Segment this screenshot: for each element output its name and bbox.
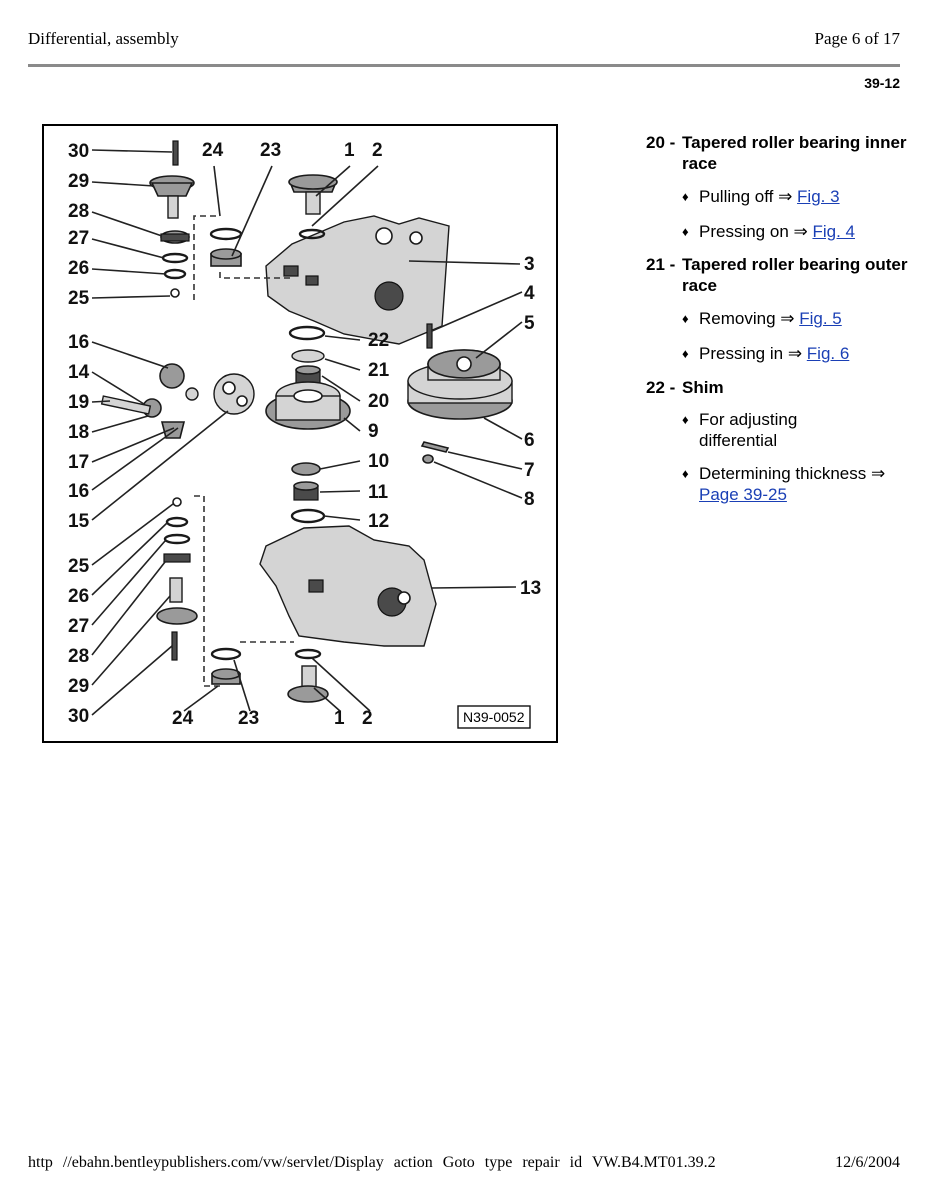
figure-ref: N39-0052 bbox=[463, 709, 525, 725]
callout-29b: 29 bbox=[68, 676, 89, 697]
callout-18: 18 bbox=[68, 422, 89, 443]
callout-19: 19 bbox=[68, 392, 89, 413]
bullet-icon: ♦ bbox=[682, 466, 689, 481]
callout-27: 27 bbox=[68, 228, 89, 249]
link-fig-3[interactable]: Fig. 3 bbox=[797, 187, 840, 206]
footer-url: http //ebahn.bentleypublishers.com/vw/se… bbox=[28, 1154, 716, 1171]
sub-text: Pulling off ⇒ bbox=[699, 187, 798, 206]
callout-29: 29 bbox=[68, 171, 89, 192]
link-fig-6[interactable]: Fig. 6 bbox=[806, 344, 850, 363]
callout-20: 20 bbox=[368, 391, 389, 412]
upper-housing bbox=[265, 215, 450, 345]
exploded-diagram: 30 24 23 1 2 29 28 27 26 25 3 4 5 16 22 … bbox=[42, 124, 558, 743]
bullet-icon: ♦ bbox=[682, 412, 689, 427]
callout-21: 21 bbox=[368, 360, 390, 381]
callout-24: 24 bbox=[202, 140, 224, 161]
lower-housing bbox=[259, 525, 437, 647]
callout-1: 1 bbox=[344, 140, 355, 161]
callout-12: 12 bbox=[368, 511, 389, 532]
callout-30: 30 bbox=[68, 141, 89, 162]
callout-2b: 2 bbox=[362, 708, 373, 729]
callout-7: 7 bbox=[524, 460, 535, 481]
callout-27b: 27 bbox=[68, 616, 89, 637]
callout-15: 15 bbox=[68, 511, 90, 532]
callout-22: 22 bbox=[368, 330, 389, 351]
callout-23b: 23 bbox=[238, 708, 259, 729]
callout-26: 26 bbox=[68, 258, 89, 279]
callout-3: 3 bbox=[524, 254, 535, 275]
callout-28b: 28 bbox=[68, 646, 89, 667]
callout-16: 16 bbox=[68, 332, 89, 353]
link-fig-4[interactable]: Fig. 4 bbox=[812, 222, 855, 241]
callout-9: 9 bbox=[368, 421, 379, 442]
callout-5: 5 bbox=[524, 313, 535, 334]
callout-17: 17 bbox=[68, 452, 89, 473]
bullet-icon: ♦ bbox=[682, 224, 689, 239]
sub-text: Determining thickness ⇒ bbox=[699, 464, 886, 483]
callout-25b: 25 bbox=[68, 556, 90, 577]
callout-8: 8 bbox=[524, 489, 535, 510]
callout-25: 25 bbox=[68, 288, 90, 309]
callout-14: 14 bbox=[68, 362, 90, 383]
bullet-icon: ♦ bbox=[682, 311, 689, 326]
item-number: 22 - bbox=[646, 378, 676, 397]
callout-26b: 26 bbox=[68, 586, 89, 607]
item-number: 21 - bbox=[646, 255, 676, 274]
callout-11: 11 bbox=[368, 482, 389, 503]
callout-2: 2 bbox=[372, 140, 383, 161]
figure-ref-box bbox=[457, 705, 531, 729]
callout-10: 10 bbox=[368, 451, 389, 472]
callout-23: 23 bbox=[260, 140, 281, 161]
page-indicator: Page 6 of 17 bbox=[814, 29, 900, 48]
callout-24b: 24 bbox=[172, 708, 194, 729]
item-title: Shim bbox=[682, 378, 724, 397]
callout-1b: 1 bbox=[334, 708, 345, 729]
footer-date: 12/6/2004 bbox=[835, 1154, 900, 1171]
header-title: Differential, assembly bbox=[28, 29, 179, 48]
sub-text: For adjusting differential bbox=[699, 410, 798, 450]
link-page-39-25[interactable]: Page 39-25 bbox=[699, 485, 787, 504]
bullet-icon: ♦ bbox=[682, 346, 689, 361]
callout-28: 28 bbox=[68, 201, 89, 222]
sub-text: Removing ⇒ bbox=[699, 309, 800, 328]
callout-30b: 30 bbox=[68, 706, 89, 727]
item-title: Tapered roller bearing inner race bbox=[682, 133, 907, 173]
link-fig-5[interactable]: Fig. 5 bbox=[799, 309, 842, 328]
diff-housing-part bbox=[213, 373, 255, 415]
callout-13: 13 bbox=[520, 578, 541, 599]
exploded-diagram-drawing: 30 24 23 1 2 29 28 27 26 25 3 4 5 16 22 … bbox=[68, 140, 541, 729]
section-code: 39-12 bbox=[864, 75, 900, 91]
callout-16b: 16 bbox=[68, 481, 89, 502]
sub-text: Pressing on ⇒ bbox=[699, 222, 813, 241]
item-number: 20 - bbox=[646, 133, 676, 152]
header-rule bbox=[28, 64, 900, 67]
bullet-icon: ♦ bbox=[682, 189, 689, 204]
callout-4: 4 bbox=[524, 283, 535, 304]
sub-text: Pressing in ⇒ bbox=[699, 344, 807, 363]
callout-6: 6 bbox=[524, 430, 535, 451]
item-title: Tapered roller bearing outer race bbox=[682, 255, 908, 295]
